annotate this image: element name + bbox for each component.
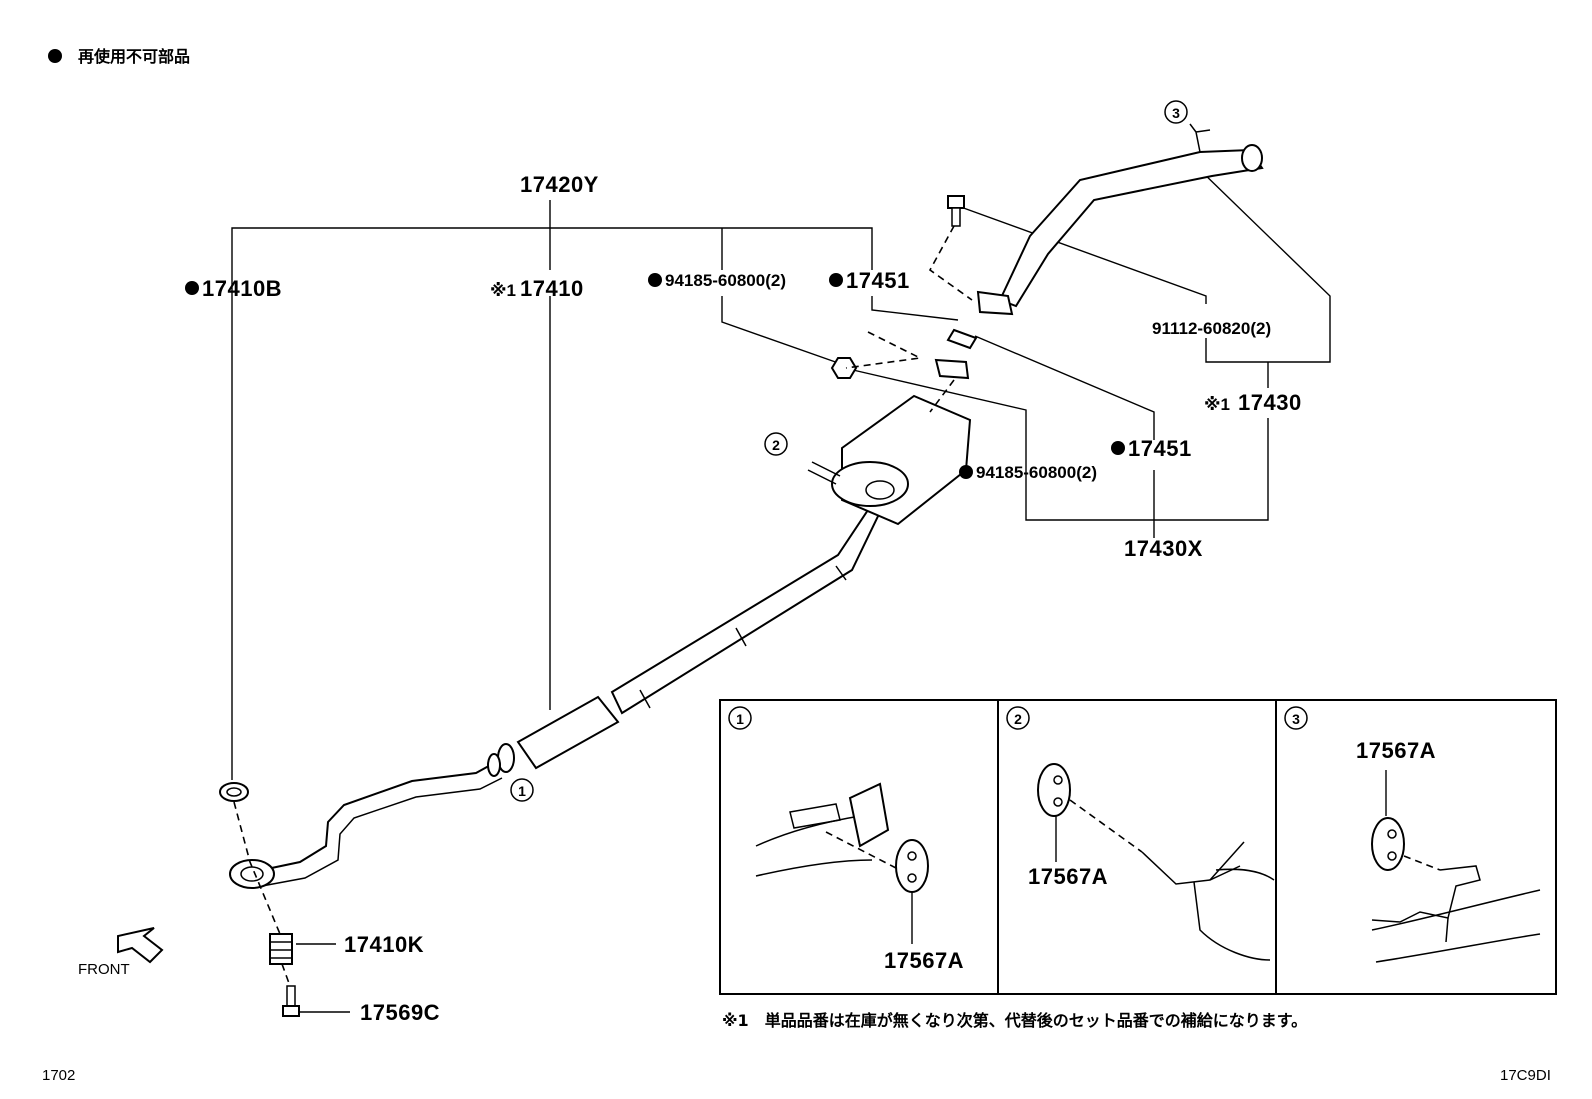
detail-inset-panel: [719, 699, 1557, 995]
flange-bolt: [947, 195, 965, 227]
footer-left-code: 1702: [42, 1067, 75, 1084]
footer-right-code: 17C9DI: [1500, 1067, 1551, 1084]
part-17569C-label: 17569C: [360, 1000, 440, 1025]
compression-spring: [269, 933, 293, 965]
part-17410-label: 17410: [520, 276, 584, 301]
inset-1: 1 17567A: [728, 706, 964, 973]
inset-3-part-label: 17567A: [1356, 738, 1436, 763]
part-17410B-label: 17410B: [202, 276, 282, 301]
legend-text: 再使用不可部品: [78, 47, 190, 66]
front-direction-arrow-icon: [117, 927, 164, 964]
tail-pipe: [976, 123, 1264, 316]
inset-1-part-label: 17567A: [884, 948, 964, 973]
non-reusable-bullet-icon: [1111, 441, 1125, 455]
svg-text:1: 1: [518, 783, 526, 799]
part-17430X-label: 17430X: [1124, 536, 1203, 561]
part-94185-a-label: 94185-60800(2): [665, 271, 786, 290]
rubber-hanger-icon: [895, 839, 929, 893]
non-reusable-bullet-icon: [959, 465, 973, 479]
non-reusable-bullet-icon: [48, 49, 62, 63]
front-exhaust-pipe: [229, 761, 503, 889]
center-pipe-resonator: [487, 508, 882, 777]
part-17420Y-label: 17420Y: [520, 172, 599, 197]
rubber-hanger-icon: [1037, 763, 1071, 817]
rubber-hanger-icon: [1371, 817, 1405, 871]
non-reusable-bullet-icon: [185, 281, 199, 295]
part-17410K-label: 17410K: [344, 932, 424, 957]
non-reusable-bullet-icon: [648, 273, 662, 287]
front-flange-gasket: [219, 782, 249, 802]
joint-gasket-upper: [946, 328, 978, 350]
part-17451-b-label: 17451: [1128, 436, 1192, 461]
part-94185-b-label: 94185-60800(2): [976, 463, 1097, 482]
svg-text:3: 3: [1172, 105, 1180, 121]
svg-text:2: 2: [772, 437, 780, 453]
callout-2: 2: [764, 432, 788, 456]
leader-lines: [231, 167, 1331, 780]
joint-gasket-lower: [934, 358, 970, 380]
muffler: [807, 394, 972, 526]
inset-3: 3 17567A: [1284, 706, 1541, 963]
part-17430-label: 17430: [1238, 390, 1302, 415]
part-91112-label: 91112-60820(2): [1152, 319, 1271, 338]
flange-spring-bolt: [282, 985, 300, 1017]
callout-1: 1: [510, 778, 534, 802]
note-mark: ※1: [490, 281, 516, 300]
callout-3: 3: [1164, 100, 1188, 124]
svg-text:2: 2: [1014, 711, 1022, 727]
front-label: FRONT: [78, 961, 130, 978]
svg-text:3: 3: [1292, 711, 1300, 727]
flange-nut: [830, 357, 858, 379]
footnote: ※1 単品品番は在庫が無くなり次第、代替後のセット品番での補給になります。: [722, 1011, 1307, 1030]
part-17451-a-label: 17451: [846, 268, 910, 293]
non-reusable-bullet-icon: [829, 273, 843, 287]
inset-2-part-label: 17567A: [1028, 864, 1108, 889]
inset-2: 2 17567A: [1006, 706, 1275, 961]
note-mark: ※1: [1204, 395, 1230, 414]
svg-text:1: 1: [736, 711, 744, 727]
